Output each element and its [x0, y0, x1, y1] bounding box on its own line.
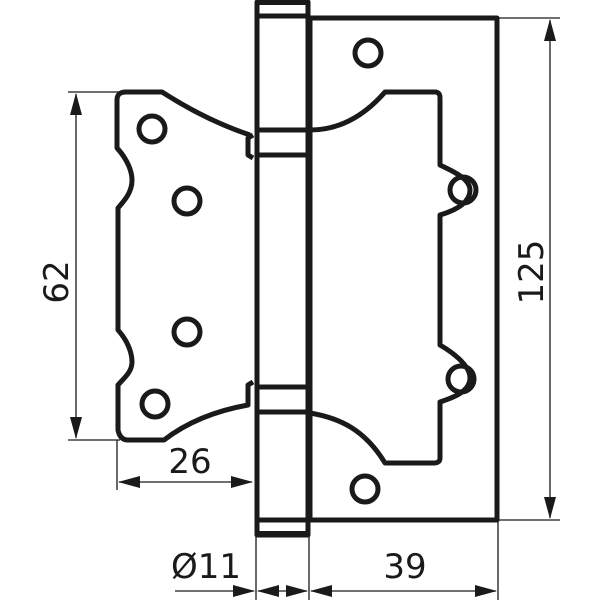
screw-hole: [445, 363, 477, 395]
screw-hole: [447, 174, 479, 206]
hinge-knuckle: [254, 0, 311, 538]
dimension-125: 125: [497, 17, 560, 521]
screw-hole: [171, 316, 203, 348]
dimension-62: 62: [37, 91, 120, 441]
screw-holes: [136, 37, 479, 505]
dimension-label: 26: [168, 442, 211, 482]
screw-hole: [139, 388, 171, 420]
dimension-label: 125: [512, 240, 552, 305]
dimension-diameter-11: Ø11: [171, 520, 310, 600]
screw-hole: [136, 113, 168, 145]
large-leaf-cutout: [309, 89, 473, 466]
dimension-label: 62: [37, 260, 77, 303]
small-leaf-tab-top: [245, 132, 255, 161]
dimension-39: 39: [310, 520, 499, 600]
dimension-label: 39: [383, 547, 426, 587]
screw-hole: [349, 473, 381, 505]
screw-hole: [352, 37, 384, 69]
small-leaf-outline: [114, 89, 255, 443]
dimension-26: 26: [116, 440, 253, 490]
dimension-label: Ø11: [171, 547, 241, 587]
screw-hole: [171, 185, 203, 217]
